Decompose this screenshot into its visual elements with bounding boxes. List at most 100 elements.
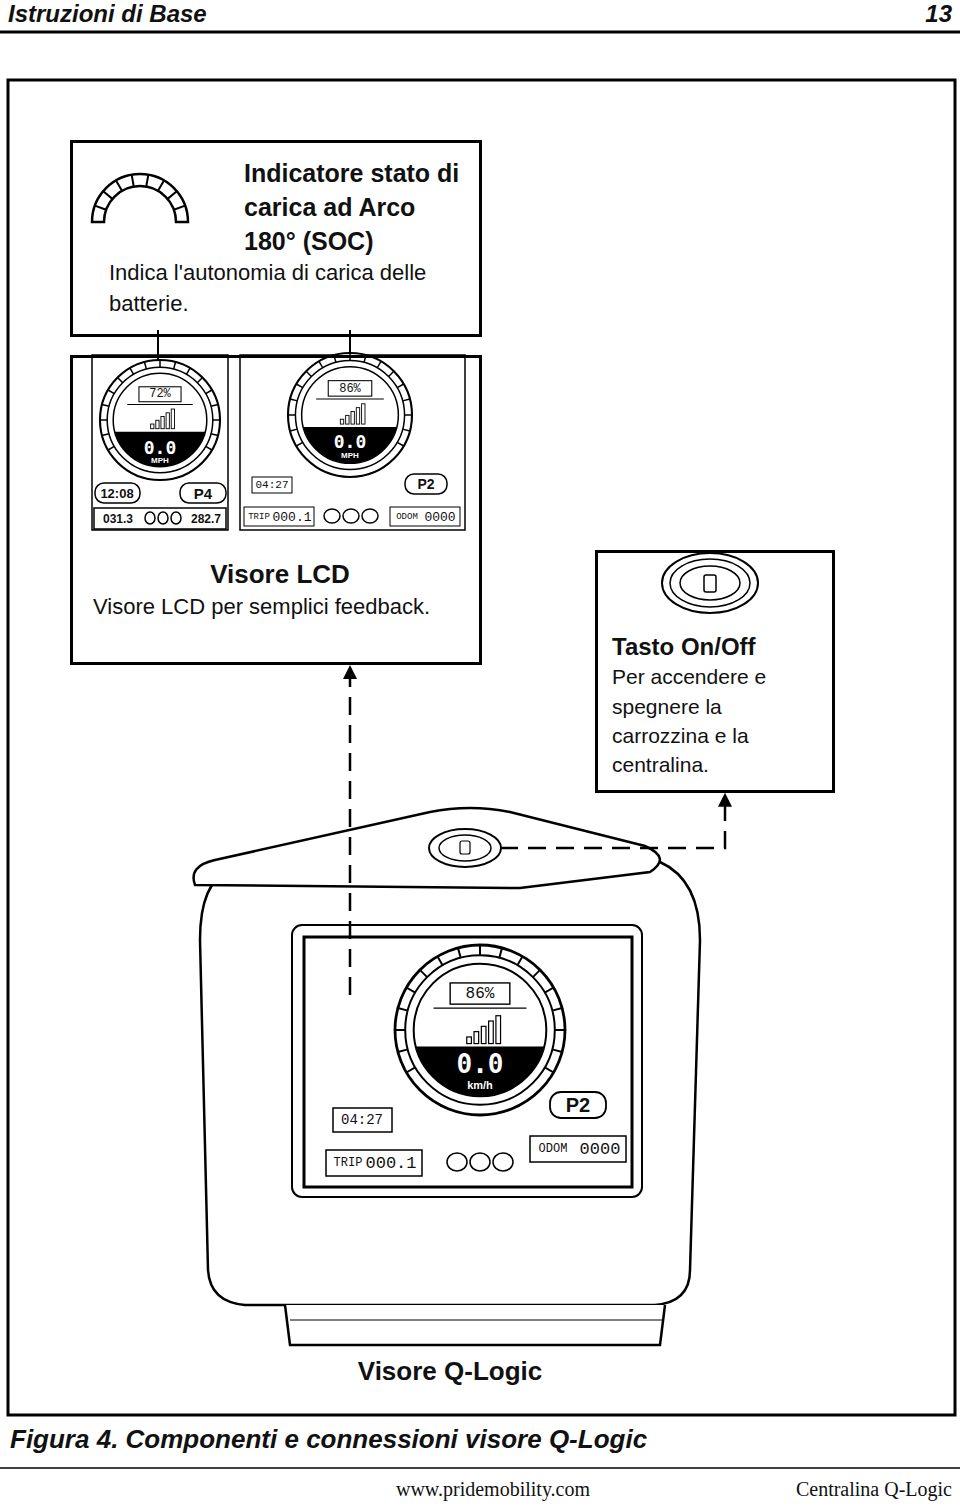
display-readout: 12:08 — [100, 487, 133, 500]
line-art — [197, 378, 202, 383]
line-art — [414, 964, 547, 1097]
line-art — [171, 512, 181, 524]
description: Visore LCD per semplici feedback. — [93, 592, 467, 623]
line-art — [467, 1037, 472, 1044]
line-art — [481, 1026, 486, 1043]
line-art — [346, 415, 349, 424]
qlogic-display: Visore Q-Logic — [200, 820, 700, 1345]
line-art — [145, 512, 155, 524]
callout-box: Tasto On/OffPer accendere e spegnere la … — [595, 550, 835, 793]
display-readout: 04:27 — [255, 480, 288, 491]
line-art — [545, 1067, 554, 1072]
line-art — [288, 414, 295, 416]
dashed-arrow — [500, 793, 725, 848]
line-art — [108, 390, 114, 394]
display-readout: 72% — [149, 388, 171, 400]
line-art — [92, 221, 104, 223]
display-readout: MPH — [151, 457, 169, 465]
line-art — [171, 409, 174, 429]
line-art — [434, 1007, 527, 1008]
line-art — [533, 970, 540, 977]
display-readout: 0.0 — [457, 1051, 504, 1077]
line-art — [115, 432, 206, 467]
heading: Tasto On/Off — [612, 631, 822, 662]
line-art — [439, 835, 491, 861]
display-readout: ODOM — [396, 513, 418, 522]
line-art — [174, 362, 176, 369]
display-readout: TRIP — [248, 513, 270, 522]
line-art — [211, 434, 218, 436]
heading: Visore Q-Logic — [200, 1356, 700, 1387]
line-art — [670, 559, 750, 607]
line-art — [92, 174, 188, 222]
line-art — [458, 948, 461, 958]
line-art — [95, 206, 106, 210]
line-art — [550, 1092, 606, 1118]
line-art — [100, 419, 107, 421]
line-art — [100, 360, 220, 480]
display-readout: P2 — [417, 477, 434, 491]
line-art — [186, 368, 190, 374]
display-readout: ODOM — [539, 1143, 568, 1155]
line-art — [405, 474, 447, 494]
line-art — [92, 355, 228, 530]
line-art — [240, 355, 465, 530]
line-art — [429, 829, 501, 867]
line-art — [244, 507, 314, 526]
line-art — [362, 404, 365, 424]
line-art — [176, 221, 188, 223]
line-art — [158, 512, 168, 524]
line-art — [403, 429, 410, 431]
line-art — [362, 509, 378, 523]
description: Per accendere e spegnere la carrozzina e… — [612, 662, 822, 780]
line-art — [290, 1320, 662, 1321]
line-art — [174, 206, 185, 210]
line-art — [213, 419, 220, 421]
line-art — [326, 1150, 422, 1176]
line-art — [662, 553, 758, 613]
line-art — [499, 948, 502, 958]
line-art — [288, 353, 412, 477]
line-art — [206, 390, 212, 394]
line-art — [304, 937, 632, 1187]
line-art — [288, 353, 412, 477]
line-art — [161, 417, 164, 429]
line-art — [545, 988, 554, 993]
line-art — [151, 424, 154, 429]
display-readout: TRIP — [334, 1157, 363, 1169]
display-readout: 282.7 — [191, 513, 221, 525]
line-art — [156, 420, 159, 428]
line-art — [416, 1047, 544, 1097]
line-art — [132, 175, 134, 187]
line-art — [102, 404, 109, 406]
figure-caption: Figura 4. Componenti e connessioni visor… — [10, 1424, 647, 1455]
page-number: 13 — [925, 2, 952, 26]
line-art — [479, 945, 481, 955]
line-art — [403, 399, 410, 401]
line-art — [139, 387, 181, 402]
line-art — [390, 507, 460, 526]
page-header: Istruzioni di Base — [8, 2, 207, 26]
line-art — [333, 1108, 392, 1132]
line-art — [438, 956, 443, 965]
line-art — [296, 384, 302, 388]
line-art — [397, 442, 403, 446]
description: Indica l'autonomia di carica delle batte… — [109, 258, 463, 320]
line-art — [130, 368, 134, 374]
line-art — [406, 1067, 415, 1072]
line-art — [405, 955, 555, 1105]
line-art — [285, 1305, 665, 1345]
display-readout: 0.0 — [144, 439, 177, 457]
display-readout: 0.0 — [334, 433, 367, 451]
line-art — [489, 1021, 494, 1044]
display-readout: 031.3 — [103, 513, 133, 525]
line-art — [351, 412, 354, 425]
line-art — [158, 180, 164, 190]
heading: Visore LCD — [93, 558, 467, 592]
line-art — [8, 80, 955, 1415]
line-art — [324, 509, 340, 523]
line-art — [108, 446, 114, 450]
line-art — [316, 399, 384, 400]
line-art — [296, 442, 302, 446]
